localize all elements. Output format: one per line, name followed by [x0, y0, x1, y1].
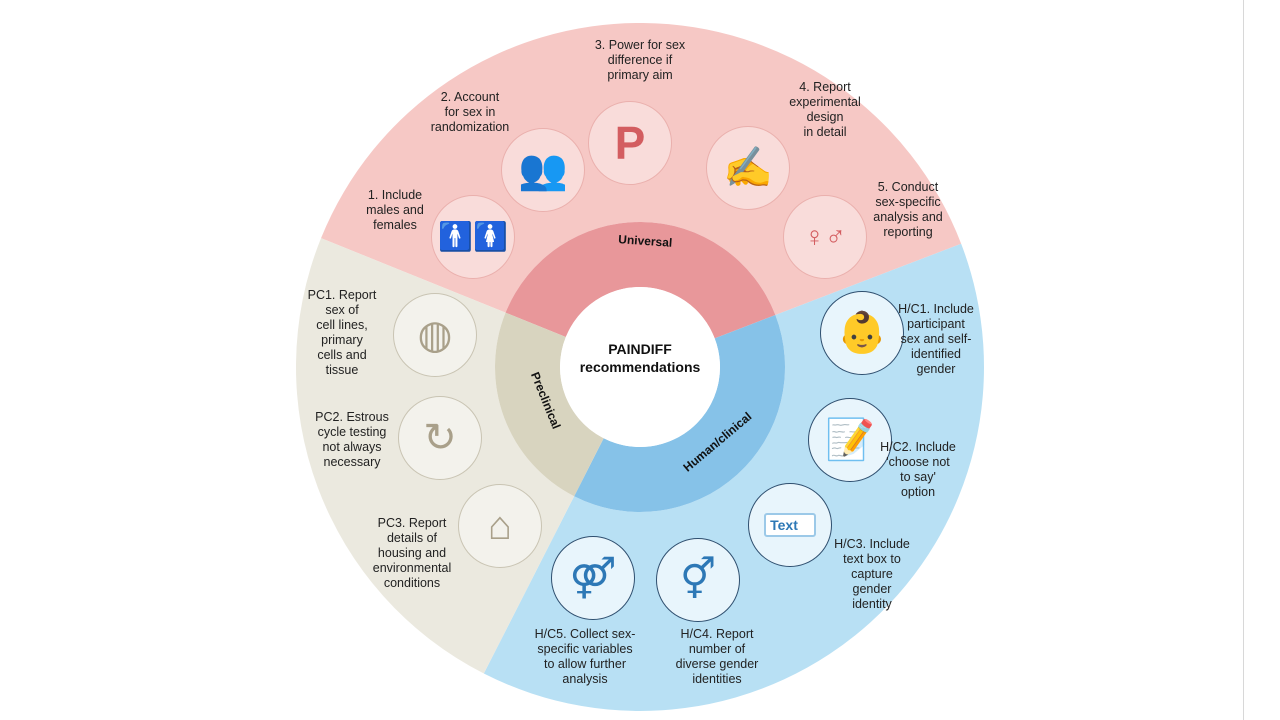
mouse-house-icon: ⌂ [458, 484, 542, 568]
letter-p-glyph: P [614, 117, 646, 169]
center-title: PAINDIFF recommendations [580, 340, 701, 376]
hand-writing-icon: ✍ [706, 126, 790, 210]
clinical-item-label: H/C5. Collect sex- specific variables to… [534, 627, 636, 686]
man-woman-icon: 🚹🚺 [431, 195, 515, 279]
preclinical-item-label: PC1. Report sex of cell lines, primary c… [307, 288, 377, 377]
group-icon: 👥 [501, 128, 585, 212]
petri-dish-glyph: ◍ [417, 313, 453, 357]
center-title-sub: recommendations [579, 359, 701, 375]
text-box-glyph: Text [764, 513, 816, 537]
man-woman-glyph: 🚹🚺 [438, 221, 508, 252]
clinical-item-label: H/C4. Report number of diverse gender id… [675, 627, 759, 686]
hand-writing-glyph: ✍ [723, 146, 773, 190]
baby-icon: 👶 [820, 291, 904, 375]
universal-item-label: 5. Conduct sex-specific analysis and rep… [873, 180, 943, 239]
preclinical-item-label: PC2. Estrous cycle testing not always ne… [315, 410, 389, 469]
transgender-symbol-icon: ⚥ [656, 538, 740, 622]
petri-dish-icon: ◍ [393, 293, 477, 377]
universal-item-label: 4. Report experimental design in detail [789, 80, 861, 139]
mouse-house-glyph: ⌂ [487, 504, 513, 548]
transgender-symbol-glyph: ⚥ [679, 558, 717, 602]
preclinical-ring-sector [495, 312, 604, 497]
clinical-ring-sector [574, 315, 785, 512]
form-pen-icon: 📝 [808, 398, 892, 482]
letter-p-icon: P [588, 101, 672, 185]
universal-ring-label: Universal [618, 232, 673, 250]
cycle-cells-glyph: ↻ [423, 416, 457, 460]
center-title-main: PAINDIFF [608, 341, 672, 357]
universal-ring-sector [505, 222, 776, 339]
interlocked-gender-icon: ⚤ [551, 536, 635, 620]
preclinical-item-label: PC3. Report details of housing and envir… [372, 516, 452, 590]
cycle-cells-icon: ↻ [398, 396, 482, 480]
universal-item-label: 3. Power for sex difference if primary a… [594, 38, 686, 82]
clinical-item-label: H/C3. Include text box to capture gender… [834, 537, 910, 611]
center-circle [560, 287, 720, 447]
universal-item-label: 1. Include males and females [366, 188, 424, 232]
female-male-symbols-icon: ♀♂ [783, 195, 867, 279]
baby-glyph: 👶 [837, 311, 887, 355]
clinical-item-label: H/C2. Include 'choose not to say' option [880, 440, 956, 499]
universal-item-label: 2. Account for sex in randomization [430, 90, 510, 134]
form-pen-glyph: 📝 [825, 418, 875, 462]
group-glyph: 👥 [518, 148, 568, 192]
female-male-symbols-glyph: ♀♂ [804, 221, 846, 252]
text-box-icon: Text [748, 483, 832, 567]
interlocked-gender-glyph: ⚤ [569, 556, 617, 600]
clinical-item-label: H/C1. Include participant sex and self- … [898, 302, 974, 376]
page-divider [1243, 0, 1244, 720]
